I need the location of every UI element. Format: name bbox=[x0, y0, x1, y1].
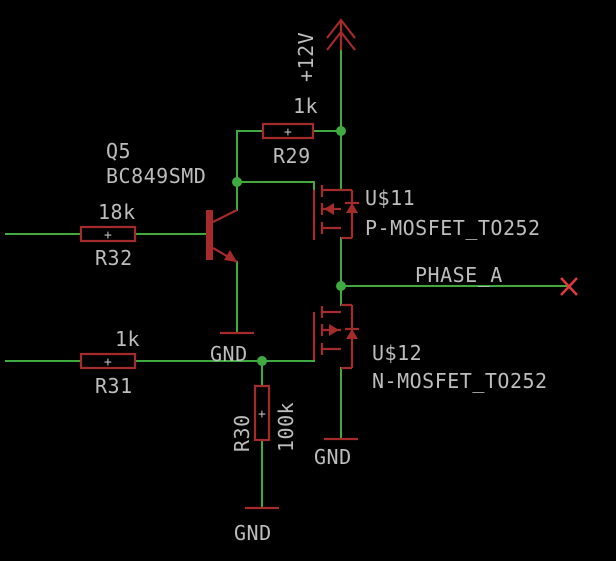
r30-value: 100k bbox=[274, 402, 298, 452]
q5-collector bbox=[212, 209, 238, 223]
resistor-r31: + 1k R31 bbox=[79, 327, 140, 398]
phase-net: PHASE_A bbox=[415, 263, 578, 296]
transistor-q5: Q5 BC849SMD bbox=[106, 139, 238, 263]
r31-value: 1k bbox=[115, 327, 140, 351]
r30-pin-marker: + bbox=[258, 407, 266, 422]
resistor-r32-body bbox=[79, 225, 137, 243]
gnd-u12: GND bbox=[314, 437, 358, 469]
q5-value: BC849SMD bbox=[106, 164, 206, 188]
gnd-q5-label: GND bbox=[210, 342, 248, 366]
resistor-r29-body bbox=[261, 122, 315, 140]
q5-base-bar bbox=[206, 210, 213, 260]
r30-name: R30 bbox=[230, 414, 254, 452]
u12-value: N-MOSFET_TO252 bbox=[372, 369, 548, 393]
q5-name: Q5 bbox=[106, 139, 131, 163]
u11-arrow-icon bbox=[324, 203, 334, 215]
r32-pin-marker: + bbox=[104, 228, 112, 243]
gnd-u12-label: GND bbox=[314, 445, 352, 469]
q5-emitter-arrow-icon bbox=[224, 250, 237, 262]
gnd-q5: GND bbox=[210, 331, 254, 366]
r29-value: 1k bbox=[293, 94, 318, 118]
junction-r30 bbox=[257, 356, 267, 366]
resistor-r32: + 18k R32 bbox=[79, 200, 137, 270]
mosfet-u11: U$11 P-MOSFET_TO252 bbox=[312, 185, 541, 240]
r29-name: R29 bbox=[273, 144, 311, 168]
junctions bbox=[232, 126, 346, 366]
u11-diode-icon bbox=[346, 203, 358, 213]
wires bbox=[5, 47, 569, 508]
junction-r29-rail bbox=[336, 126, 346, 136]
u12-name: U$12 bbox=[372, 341, 422, 365]
u12-diode-icon bbox=[346, 329, 358, 339]
resistor-r29: + 1k R29 bbox=[261, 94, 318, 168]
junction-pmos-gate bbox=[232, 177, 242, 187]
mosfet-u12: U$12 N-MOSFET_TO252 bbox=[312, 303, 548, 393]
junction-phase bbox=[336, 281, 346, 291]
r32-value: 18k bbox=[98, 200, 136, 224]
gnd-r30: GND bbox=[234, 506, 279, 545]
gnd-r30-label: GND bbox=[234, 521, 272, 545]
phase-label: PHASE_A bbox=[415, 263, 503, 287]
u11-name: U$11 bbox=[365, 186, 415, 210]
u12-arrow-icon bbox=[329, 324, 339, 336]
r32-name: R32 bbox=[95, 246, 133, 270]
u11-value: P-MOSFET_TO252 bbox=[365, 216, 541, 240]
r31-name: R31 bbox=[95, 374, 133, 398]
supply-symbol: +12V bbox=[294, 18, 356, 82]
r31-pin-marker: + bbox=[104, 355, 112, 370]
no-connect-icon-b bbox=[560, 277, 578, 296]
resistor-r30-body bbox=[253, 384, 271, 442]
resistor-r31-body bbox=[79, 352, 137, 370]
r29-pin-marker: + bbox=[284, 125, 292, 140]
resistor-r30: + R30 100k bbox=[230, 384, 298, 452]
supply-label: +12V bbox=[294, 32, 318, 82]
